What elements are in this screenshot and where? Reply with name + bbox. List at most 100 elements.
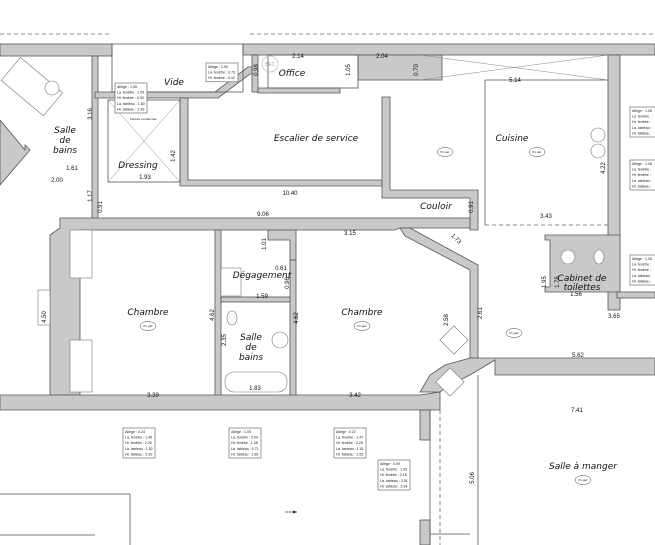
dimension-label: 5.14 [509, 78, 521, 84]
dimension-label: 1.59 [256, 294, 268, 300]
dimension-label: 0.61 [275, 266, 287, 272]
window-info-line: La. tableau : 3.51 [380, 479, 408, 483]
window-info-line: La. fenêtre : 1.47 [336, 436, 363, 440]
window-info-line: Ht. fenêtre : 2.15 [380, 473, 407, 477]
dimension-label: 0.70 [414, 64, 420, 76]
dimension-label: 1.73 [449, 233, 462, 246]
floor-tag-label: Ps gaz [509, 331, 519, 335]
interior-lines [0, 43, 609, 545]
room-chambre-1: Chambre [127, 308, 169, 318]
walls [0, 43, 655, 545]
room-labels: Vide Office BEC Salle de bains Dressing … [53, 55, 618, 472]
window-info-line: La. tableau : 1.52 [125, 447, 153, 451]
dimension-label: 3.15 [344, 231, 356, 237]
dimension-label: 1.95 [542, 276, 548, 288]
room-salle-de-bains-2-line3: bains [239, 353, 263, 363]
room-salle-de-bains-2-line2: de [245, 343, 257, 353]
dimension-label: 3.43 [540, 214, 552, 220]
floor-tag-label: Ps gaz [578, 478, 588, 482]
dimension-label: 5.06 [470, 472, 476, 484]
dimension-label: 0.96 [285, 277, 291, 289]
window-info-line: Ht. tableau : 3.94 [380, 484, 407, 488]
window-info-line: Allège : 1.08 [632, 162, 652, 166]
floor-tag-label: Ps gaz [143, 324, 153, 328]
window-info-line: Ht. tableau : [632, 279, 651, 283]
dimension-label: 1.01 [262, 238, 268, 250]
room-salle-de-bains-2-line1: Salle [240, 333, 262, 343]
toilet-icon [226, 310, 238, 326]
window-info-line: Allège : 0.09 [380, 462, 400, 466]
stove-icon [590, 143, 606, 159]
window-info-line: Ht. tableau : 1.86 [231, 452, 258, 456]
room-cabinet-line2: toilettes [564, 283, 601, 293]
dimension-label: 10.40 [282, 191, 298, 197]
window-info-line: Ht. fenêtre : 2.25 [336, 441, 363, 445]
window-info-line: Allège : 2.90 [208, 65, 228, 69]
window-info-line: La. fenêtre : 1.05 [117, 91, 144, 95]
dimension-label: 2.35 [222, 334, 228, 346]
room-cuisine: Cuisine [496, 134, 529, 144]
sink-icon [44, 80, 60, 96]
room-chambre-2: Chambre [341, 308, 383, 318]
room-couloir: Couloir [420, 202, 453, 212]
dimension-label: 2.58 [444, 314, 450, 326]
window-info-line: La. tableau : [632, 274, 652, 278]
window-info-line: Ht. fenêtre : 1.28 [231, 441, 258, 445]
room-salle-de-bains-line1: Salle [54, 126, 76, 136]
dimension-label: 1.61 [66, 166, 78, 172]
bathtub-icon [0, 57, 64, 117]
window-info-line: Ht. fenêtre : 0.93 [117, 96, 144, 100]
dimension-label: 3.65 [608, 314, 620, 320]
window-info-line: Ht. fenêtre : [632, 173, 651, 177]
window-info-line: Ht. fenêtre : 0.42 [208, 76, 235, 80]
floor-tag-badge [505, 328, 523, 338]
window-info-line: Ht. fenêtre : [632, 120, 651, 124]
sink-icon [560, 249, 576, 265]
floor-tag-badge [139, 321, 157, 331]
floor-tag-badge [436, 147, 454, 157]
dimension-label: 0.98 [254, 64, 260, 76]
window-info-line: Allège : 1.26 [632, 257, 652, 261]
floor-tag-label: Ps gaz [440, 150, 450, 154]
room-escalier: Escalier de service [274, 134, 359, 144]
window-info-line: Ht. fenêtre : 2.20 [125, 441, 152, 445]
dimension-label: 0.91 [98, 201, 104, 213]
window-info-line: Allège : 1.06 [117, 85, 137, 89]
window-info-line: Ht. tableau : 2.92 [125, 452, 152, 456]
dimension-label: 2.04 [376, 54, 388, 60]
window-info-line: Ht. tableau : 2.52 [336, 452, 363, 456]
dimension-label: 9.06 [257, 212, 269, 218]
window-info-line: La. tableau : 0.71 [231, 447, 259, 451]
dimension-label: 1.93 [139, 175, 151, 181]
dimension-label: 1.83 [249, 386, 261, 392]
window-info-line: Ht. fenêtre : [632, 268, 651, 272]
window-info-line: La. tableau : 1.60 [117, 102, 145, 106]
room-degagement: Dégagement [233, 270, 292, 281]
bec-icon [261, 55, 279, 73]
note-fenetre: Fenêtre condamnée [130, 117, 157, 121]
window-info-line: Ht. tableau : [632, 184, 651, 188]
dimension-label: 1.42 [171, 150, 177, 162]
room-cabinet-line1: Cabinet de [558, 274, 607, 284]
window-info-line: Ht. tableau : [632, 131, 651, 135]
window-info-line: Allège : 1.08 [632, 109, 652, 113]
dimension-label: 3.42 [349, 393, 361, 399]
window-info-line: La. fenêtre : 1.46 [125, 436, 152, 440]
column-icon [439, 325, 469, 355]
window-info-line: La. fenêtre : [632, 115, 651, 119]
window-info-line: La. fenêtre : 1.30 [380, 468, 407, 472]
dimension-label: 2.61 [478, 307, 484, 319]
dimension-label: 4.22 [601, 162, 607, 174]
arrow-head-icon [293, 510, 297, 514]
dimension-label: 7.41 [571, 408, 583, 414]
